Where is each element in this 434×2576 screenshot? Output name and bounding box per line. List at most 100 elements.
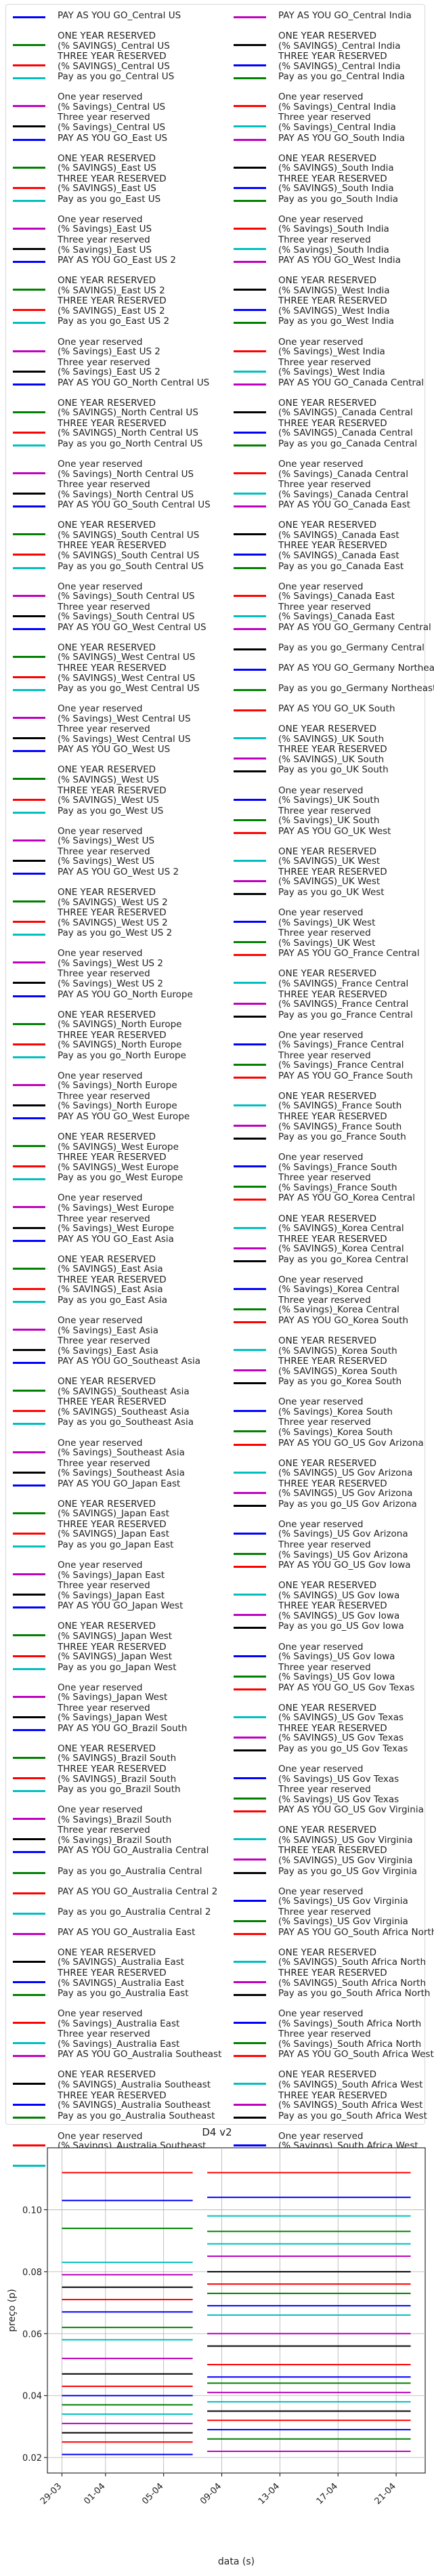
legend-swatch <box>13 1716 45 1718</box>
legend-entry: PAY AS YOU GO_Southeast Asia <box>9 1354 212 1375</box>
legend-swatch <box>234 737 266 740</box>
legend-swatch <box>234 472 266 475</box>
x-tick-label: 09-04 <box>198 2481 223 2506</box>
legend-label: One year reserved (% Savings)_Brazil Sou… <box>58 1804 172 1825</box>
legend-entry: One year reserved (% Savings)_South Cent… <box>9 580 212 602</box>
legend-swatch <box>234 831 266 834</box>
legend-label: THREE YEAR RESERVED (% SAVINGS)_Brazil S… <box>58 1764 177 1785</box>
legend-entry: One year reserved (% Savings)_Central In… <box>230 90 433 112</box>
legend-label: PAY AS YOU GO_France Central <box>278 948 420 959</box>
legend-label: ONE YEAR RESERVED (% SAVINGS)_Japan East <box>58 1498 170 1520</box>
legend-entry: ONE YEAR RESERVED (% SAVINGS)_Brazil Sou… <box>9 1742 212 1764</box>
legend-entry: ONE YEAR RESERVED (% SAVINGS)_North Cent… <box>9 396 212 418</box>
legend-entry: Three year reserved (% Savings)_North Ce… <box>9 478 212 499</box>
legend-entry: PAY AS YOU GO_Canada East <box>230 498 433 518</box>
legend-swatch <box>234 199 266 202</box>
legend-swatch <box>234 16 266 18</box>
legend-entry: Pay as you go_South Africa West <box>230 2109 433 2130</box>
legend-swatch <box>13 1667 45 1670</box>
legend-entry: Three year reserved (% Savings)_West US … <box>9 967 212 989</box>
legend-label: THREE YEAR RESERVED (% SAVINGS)_US Gov A… <box>278 1478 413 1499</box>
legend-label: Pay as you go_Australia Central 2 <box>58 1906 211 1917</box>
legend-entry: One year reserved (% Savings)_Central US <box>9 90 212 112</box>
legend-entry: Pay as you go_Korea South <box>230 1375 433 1395</box>
legend-label: THREE YEAR RESERVED (% SAVINGS)_East Asi… <box>58 1274 167 1295</box>
legend-entry: One year reserved (% Savings)_Southeast … <box>9 1436 212 1457</box>
legend-swatch <box>13 2144 45 2146</box>
legend-entry: One year reserved (% Savings)_North Cent… <box>9 457 212 479</box>
legend-swatch <box>13 615 45 617</box>
legend-swatch <box>13 1022 45 1025</box>
legend-swatch <box>234 1736 266 1739</box>
legend-label: Three year reserved (% Savings)_Brazil S… <box>58 1825 172 1846</box>
legend-label: THREE YEAR RESERVED (% SAVINGS)_Southeas… <box>58 1396 190 1417</box>
legend-swatch <box>234 1532 266 1535</box>
legend-entry: Three year reserved (% Savings)_East US … <box>9 356 212 378</box>
legend-swatch <box>13 1117 45 1120</box>
legend-entry: ONE YEAR RESERVED (% SAVINGS)_France Cen… <box>230 967 433 989</box>
legend-label: Pay as you go_Korea South <box>278 1376 402 1388</box>
legend-swatch <box>13 778 45 781</box>
legend-entry: Three year reserved (% Savings)_Korea So… <box>230 1415 433 1437</box>
legend-label: THREE YEAR RESERVED (% SAVINGS)_Canada E… <box>278 540 399 561</box>
legend-swatch <box>13 383 45 386</box>
legend-swatch <box>234 1716 266 1718</box>
legend-label: Three year reserved (% Savings)_France C… <box>278 1050 404 1071</box>
legend-label: PAY AS YOU GO_North Central US <box>58 377 210 388</box>
legend-entry: ONE YEAR RESERVED (% SAVINGS)_US Gov Tex… <box>230 1701 433 1723</box>
legend-entry: THREE YEAR RESERVED (% SAVINGS)_North Ce… <box>9 417 212 438</box>
legend-swatch <box>234 818 266 821</box>
legend-swatch <box>234 227 266 230</box>
legend-swatch <box>234 1491 266 1494</box>
legend-label: Three year reserved (% Savings)_West Eur… <box>58 1213 175 1234</box>
legend-label: Pay as you go_Southeast Asia <box>58 1417 194 1428</box>
legend-label: Pay as you go_Canada East <box>278 560 404 572</box>
legend-label: ONE YEAR RESERVED (% SAVINGS)_Japan West <box>58 1621 173 1642</box>
legend-swatch <box>234 2042 266 2045</box>
legend-entry: Pay as you go_North Central US <box>9 437 212 457</box>
legend-entry: PAY AS YOU GO_South Africa West <box>230 2048 434 2068</box>
legend-label: ONE YEAR RESERVED (% SAVINGS)_Brazil Sou… <box>58 1743 177 1764</box>
legend-entry: THREE YEAR RESERVED (% SAVINGS)_West Cen… <box>9 661 212 684</box>
legend-swatch <box>234 893 266 896</box>
legend-label: PAY AS YOU GO_Australia Southeast <box>58 2049 222 2060</box>
legend-swatch <box>234 322 266 325</box>
legend-entry: One year reserved (% Savings)_US Gov Iow… <box>230 1640 433 1661</box>
legend-swatch <box>234 505 266 508</box>
legend-label: Pay as you go_US Gov Iowa <box>278 1621 404 1632</box>
legend-entry: ONE YEAR RESERVED (% SAVINGS)_South Indi… <box>230 152 433 173</box>
legend-swatch <box>13 199 45 202</box>
legend-entry: Three year reserved (% Savings)_West Eur… <box>9 1212 212 1234</box>
legend-entry: ONE YEAR RESERVED (% SAVINGS)_South Afri… <box>230 1946 433 1968</box>
legend-label: PAY AS YOU GO_Australia Central 2 <box>58 1886 218 1897</box>
legend-entry: Three year reserved (% Savings)_Brazil S… <box>9 1823 212 1846</box>
legend-entry: Pay as you go_South Central US <box>9 560 212 580</box>
legend-label: PAY AS YOU GO_Central India <box>278 10 412 21</box>
legend-swatch <box>234 1504 266 1507</box>
legend-swatch <box>13 505 45 508</box>
legend-label: PAY AS YOU GO_France South <box>278 1070 413 1081</box>
legend-label: ONE YEAR RESERVED (% SAVINGS)_UK South <box>278 724 385 745</box>
legend-label: One year reserved (% Savings)_South Cent… <box>58 581 195 602</box>
legend-entry: One year reserved (% Savings)_South Indi… <box>230 213 433 234</box>
legend-entry: ONE YEAR RESERVED (% SAVINGS)_Canada Cen… <box>230 396 433 418</box>
legend-entry: One year reserved (% Savings)_Japan West <box>9 1681 212 1702</box>
legend-label: PAY AS YOU GO_UK West <box>278 825 391 837</box>
legend-entry: Three year reserved (% Savings)_US Gov A… <box>230 1538 433 1560</box>
legend-swatch <box>13 1851 45 1854</box>
legend-label: One year reserved (% Savings)_France Cen… <box>278 1029 404 1051</box>
legend-label: THREE YEAR RESERVED (% SAVINGS)_West Cen… <box>58 663 196 684</box>
legend-entry: PAY AS YOU GO_North Europe <box>9 988 212 1008</box>
legend-swatch <box>13 1423 45 1426</box>
legend-entry: One year reserved (% Savings)_Canada Eas… <box>230 580 433 601</box>
legend-swatch <box>13 309 45 312</box>
legend-swatch <box>13 655 45 658</box>
legend-entry: One year reserved (% Savings)_US Gov Ari… <box>230 1518 433 1539</box>
legend-entry: One year reserved (% Savings)_UK West <box>230 906 433 928</box>
legend-label: One year reserved (% Savings)_Korea Cent… <box>278 1274 399 1295</box>
legend-entry: PAY AS YOU GO_Brazil South <box>9 1722 212 1742</box>
legend-label: Three year reserved (% Savings)_East US … <box>58 356 160 378</box>
legend-entry: THREE YEAR RESERVED (% SAVINGS)_Korea Ce… <box>230 1232 433 1253</box>
legend-swatch <box>234 1594 266 1596</box>
